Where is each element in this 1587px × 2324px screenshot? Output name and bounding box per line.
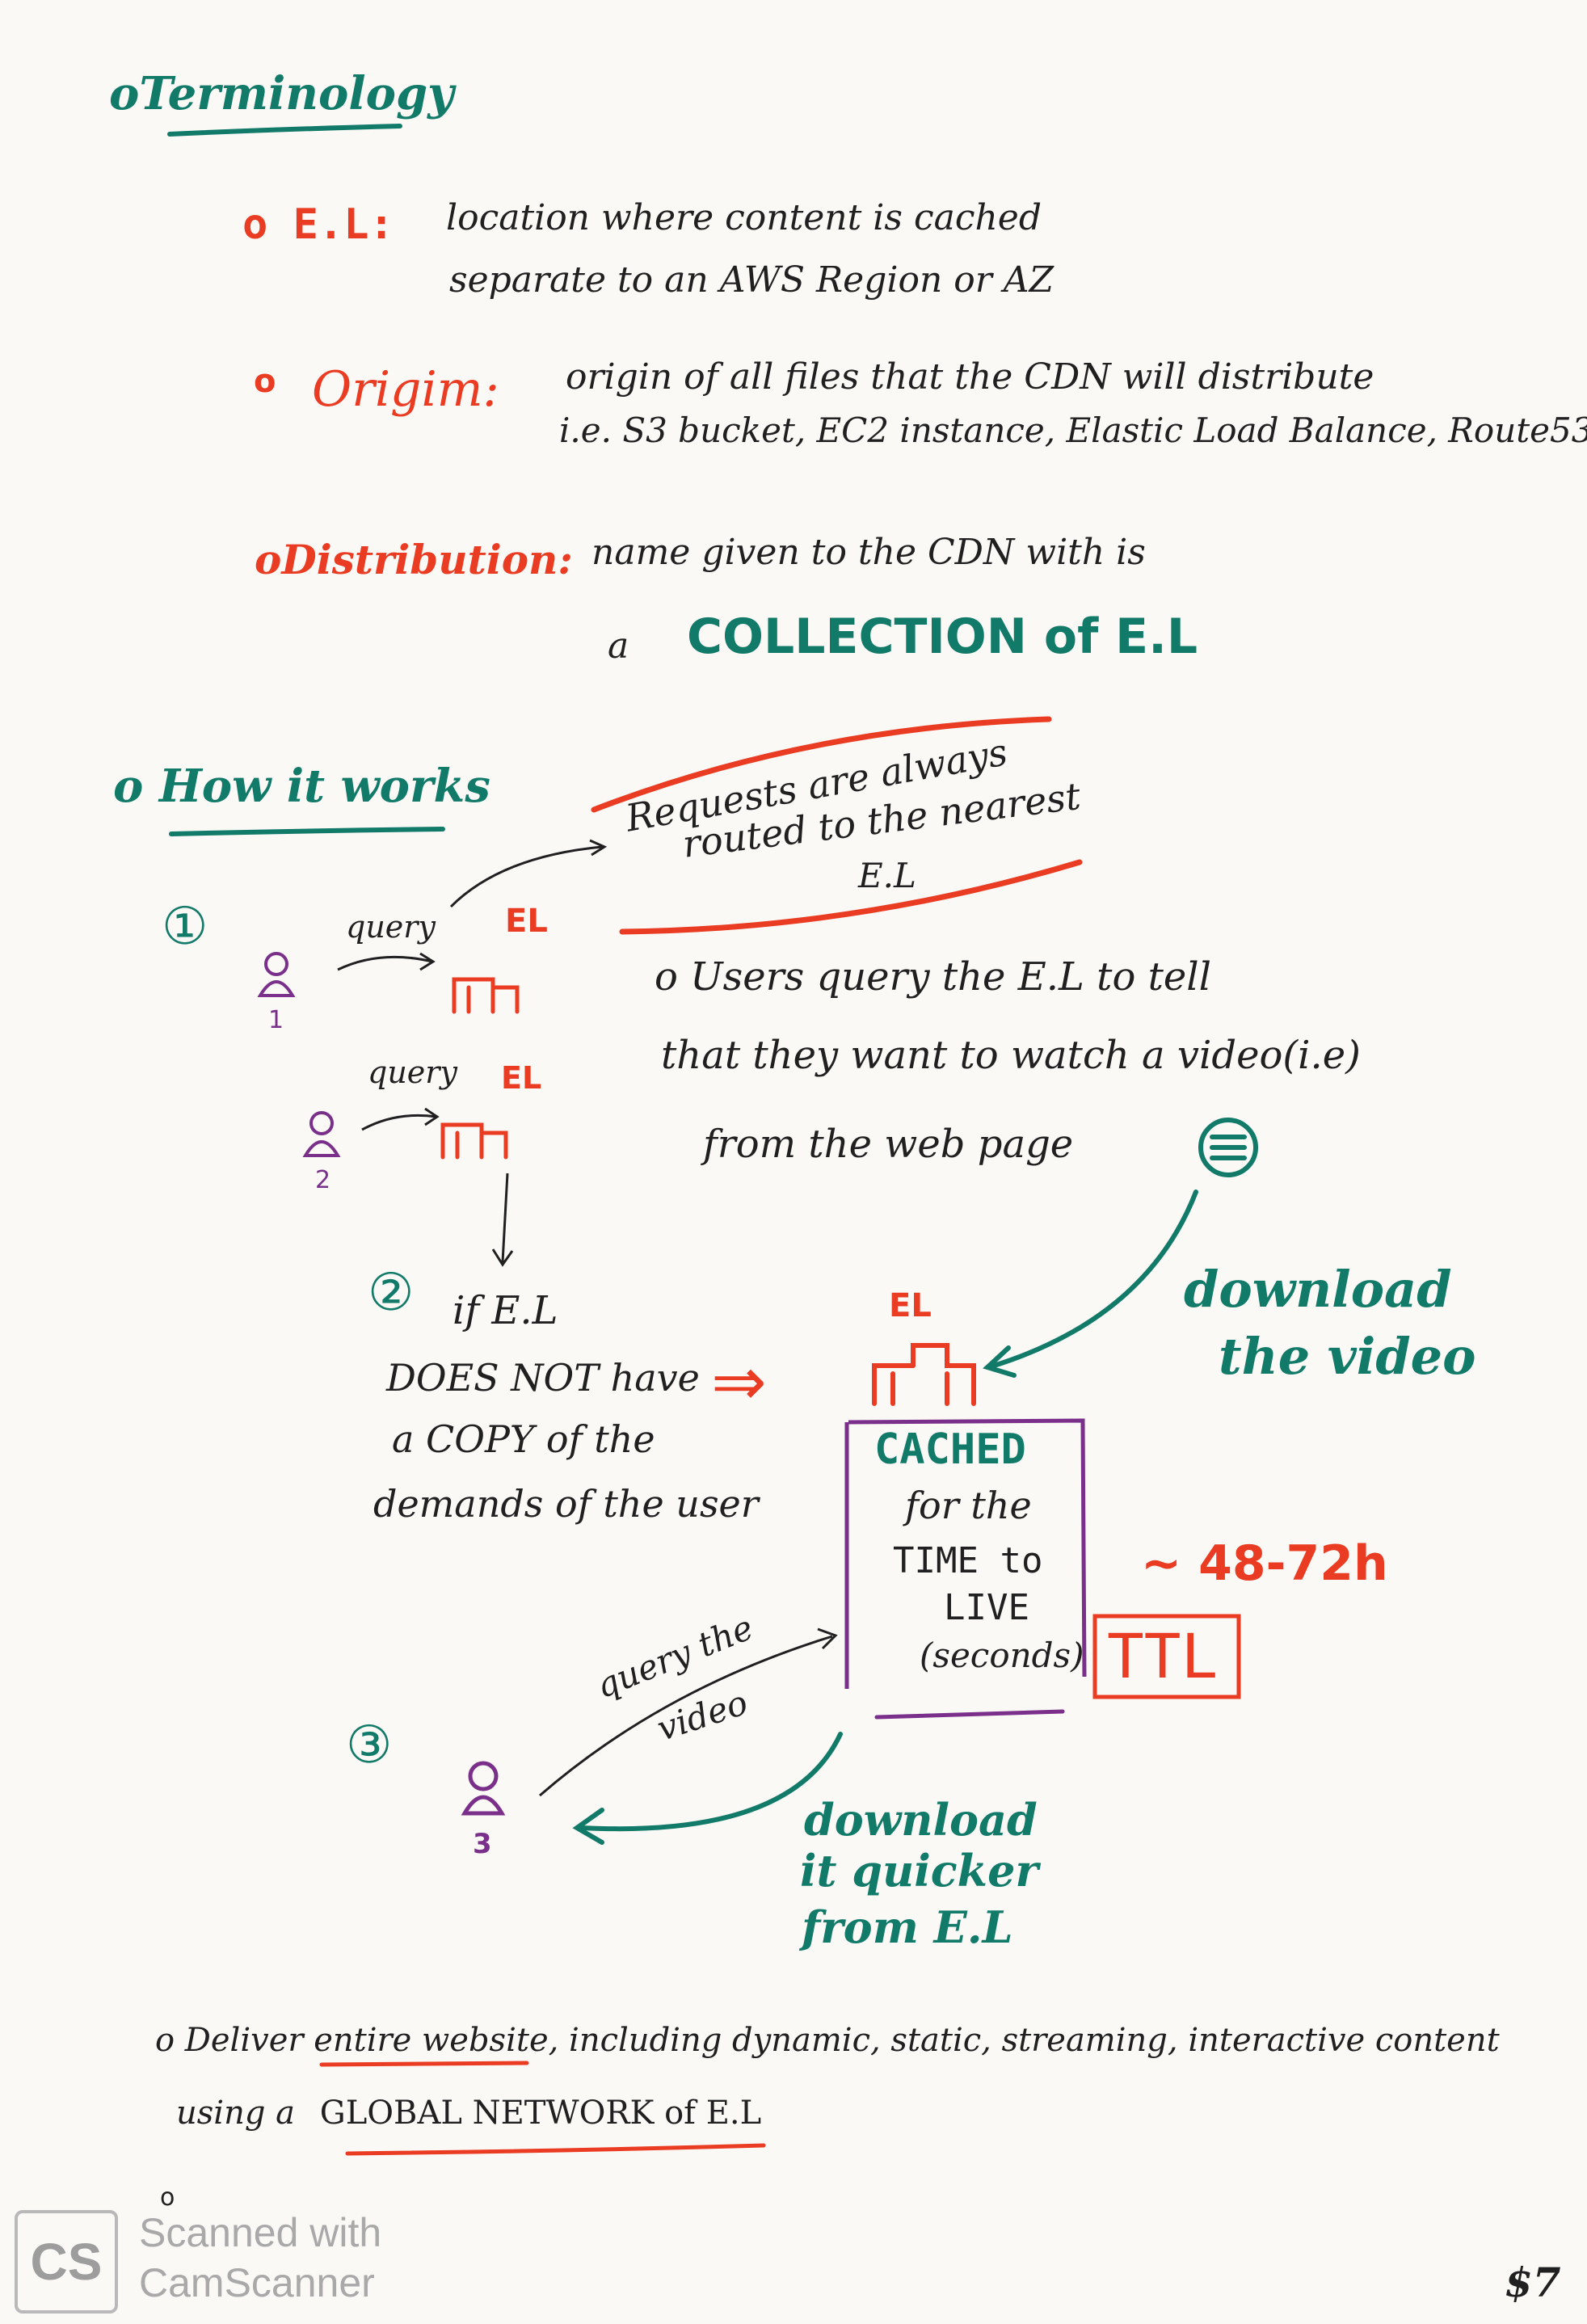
terminology-heading: oTerminology — [109, 67, 454, 120]
query-label-2: query — [368, 1055, 457, 1090]
user-2-icon — [302, 1111, 341, 1157]
cache-box — [844, 1418, 1087, 1689]
distribution-definition-prefix: a — [608, 625, 629, 667]
distribution-collection: COLLECTION of E.L — [687, 608, 1198, 665]
using-prefix: using a — [176, 2095, 296, 2132]
page-mark: $7 — [1505, 2259, 1561, 2306]
users-note-line3: from the web page — [703, 1122, 1074, 1167]
user-3-icon — [461, 1761, 506, 1816]
menu-circle-icon — [1198, 1118, 1258, 1177]
el-definition-line2: separate to an AWS Region or AZ — [449, 259, 1054, 301]
cached-line3: TIME to — [893, 1540, 1043, 1581]
edge-location-icon-2 — [440, 1122, 508, 1160]
el-term: o E.L: — [242, 200, 394, 249]
down-arrow — [501, 1173, 509, 1263]
user-1-number: 1 — [268, 1006, 284, 1034]
users-note-line1: o Users query the E.L to tell — [655, 954, 1211, 1000]
el-label-2: EL — [501, 1060, 542, 1096]
el-label-3: EL — [889, 1287, 932, 1324]
callout-top-line — [591, 716, 1052, 813]
el-definition-line1: location where content is cached — [446, 197, 1042, 238]
how-it-works-underline — [169, 827, 445, 836]
origin-definition-line1: origin of all files that the CDN will di… — [566, 356, 1374, 398]
download-quicker-line2: it quicker — [800, 1845, 1038, 1897]
step-2-line1: if E.L — [453, 1288, 558, 1333]
camscanner-text: CamScanner — [139, 2260, 375, 2305]
how-it-works-heading: o How it works — [113, 760, 490, 813]
download-video-line1: download — [1184, 1260, 1452, 1319]
user-3-number: 3 — [473, 1828, 492, 1860]
download-video-arrow — [991, 1189, 1198, 1368]
origin-term: Origim: — [312, 361, 499, 418]
step-2-arrow: ⇒ — [711, 1344, 767, 1421]
edge-location-icon-1 — [452, 977, 520, 1014]
deliver-line1: o Deliver entire website, including dyna… — [155, 2024, 1500, 2057]
scanned-with-text: Scanned with — [139, 2210, 382, 2255]
callout-arrow — [449, 845, 603, 908]
terminology-underline — [167, 124, 402, 137]
cached-label: CACHED — [874, 1425, 1026, 1474]
step-2-line4: demands of the user — [373, 1482, 759, 1526]
global-network-underline — [345, 2143, 766, 2156]
distribution-term: oDistribution: — [255, 536, 573, 583]
deliver-entire-website: entire website — [314, 2022, 549, 2059]
download-quicker-line3: from E.L — [802, 1901, 1013, 1953]
query-video-arrow — [539, 1635, 833, 1797]
user-1-icon — [257, 952, 296, 997]
cached-line4: LIVE — [944, 1587, 1029, 1628]
el-label-1: EL — [505, 903, 548, 940]
query-label-1: query — [346, 909, 436, 945]
user-2-number: 2 — [315, 1166, 331, 1194]
distribution-definition-line1: name given to the CDN with is — [591, 532, 1146, 573]
step-3-number: ③ — [346, 1716, 393, 1775]
step-2-line3: a COPY of the — [392, 1417, 655, 1461]
callout-bottom-line — [619, 859, 1083, 935]
download-quicker-line1: download — [804, 1794, 1038, 1846]
camscanner-logo: CS — [15, 2210, 118, 2313]
ttl-range: ~ 48-72h — [1141, 1535, 1388, 1592]
step-2-line2: DOES NOT have — [386, 1356, 700, 1400]
cache-box-bottom — [874, 1709, 1065, 1720]
ttl-label: TTL — [1107, 1620, 1219, 1692]
deliver-rest: , including dynamic, static, streaming, … — [548, 2022, 1500, 2059]
origin-bullet: o — [254, 363, 276, 400]
step-2-number: ② — [368, 1263, 415, 1323]
stray-bullet: o — [160, 2183, 175, 2212]
edge-location-icon-3 — [872, 1343, 976, 1406]
query-arrow-2 — [361, 1114, 437, 1131]
entire-website-underline — [319, 2061, 529, 2067]
cached-line5: (seconds) — [920, 1636, 1084, 1675]
step-1-number: ① — [162, 897, 208, 957]
download-quicker-arrow — [579, 1732, 843, 1832]
query-arrow-1 — [337, 955, 433, 971]
users-note-line2: that they want to watch a video(i.e) — [661, 1033, 1361, 1078]
deliver-prefix: o Deliver — [155, 2022, 304, 2059]
callout-line3: E.L — [858, 856, 916, 895]
cached-line2: for the — [905, 1484, 1032, 1527]
global-network: GLOBAL NETWORK of E.L — [319, 2095, 762, 2132]
deliver-line2: using a GLOBAL NETWORK of E.L — [176, 2097, 761, 2129]
download-video-line2: the video — [1219, 1327, 1476, 1386]
origin-definition-line2: i.e. S3 bucket, EC2 instance, Elastic Lo… — [559, 410, 1587, 450]
ttl-box — [1092, 1614, 1241, 1699]
